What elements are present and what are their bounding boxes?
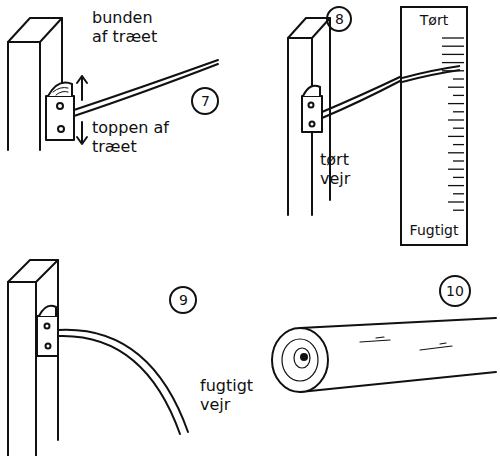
text-label: fugtigt vejr [200, 376, 272, 414]
callout-circle [192, 88, 218, 114]
callout-number: 10 [446, 283, 464, 299]
callout-circle [440, 276, 470, 306]
text-label: toppen af træet [92, 118, 176, 156]
mount-block [46, 83, 74, 141]
scale-text: Fugtigt [402, 222, 466, 238]
callout-number: 7 [201, 93, 210, 109]
mount-block [302, 86, 322, 132]
callout-number: 9 [179, 292, 188, 308]
moisture-scale-card: TørtFugtigt [400, 6, 468, 246]
arrow-up [77, 76, 87, 100]
wood-strip [322, 76, 402, 118]
callout-circle [170, 287, 196, 313]
text-label: bunden af træet [92, 8, 172, 46]
callout-number: 8 [335, 11, 344, 27]
wood-strip [74, 60, 218, 116]
log [272, 318, 496, 392]
arrow-down [77, 122, 87, 144]
wooden-post [8, 260, 58, 456]
wood-strip [58, 330, 188, 434]
scale-text: Tørt [402, 12, 466, 28]
mount-block [37, 306, 58, 356]
callout-circle [327, 7, 351, 31]
text-label: tørt vejr [320, 150, 380, 188]
scale-ticks [402, 8, 466, 244]
